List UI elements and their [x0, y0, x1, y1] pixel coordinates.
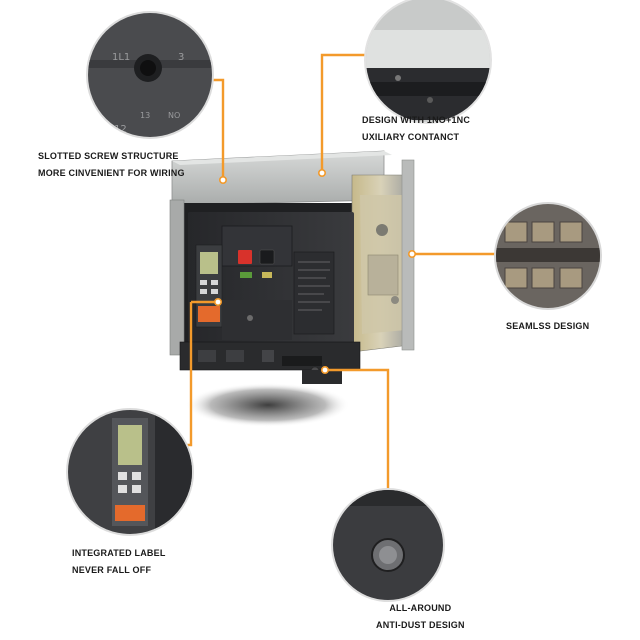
terminal-label-3: 3 — [178, 52, 184, 63]
lcd-display — [200, 252, 218, 274]
detail-terminal-screw: 1L1 3 13 NO 1D12 — [86, 11, 214, 139]
caption-aux-line1: DESIGN WITH 1NO+1NC — [362, 115, 471, 125]
caption-slotted-screw: SLOTTED SCREW STRUCTURE MORE CINVENIENT … — [38, 148, 185, 182]
status-indicator — [240, 272, 252, 278]
caption-aux-contact: DESIGN WITH 1NO+1NC UXILIARY CONTANCT — [362, 112, 470, 146]
detail-seamless — [494, 202, 602, 310]
detail-anti-dust — [331, 488, 445, 602]
caption-antidust-line2: ANTI-DUST DESIGN — [376, 620, 465, 630]
terminal-label-no: NO — [168, 111, 180, 120]
caption-slotted-line2: MORE CINVENIENT FOR WIRING — [38, 168, 185, 178]
caption-integrated-label: INTEGRATED LABEL NEVER FALL OFF — [72, 545, 166, 579]
red-off-button — [238, 250, 252, 264]
terminal-label-1l1: 1L1 — [112, 52, 130, 63]
floor-shadow — [186, 383, 350, 427]
detail-aux-contact — [364, 0, 492, 124]
caption-aux-line2: UXILIARY CONTANCT — [362, 132, 460, 142]
terminal-label-13: 13 — [140, 111, 150, 120]
detail-integrated-label — [66, 408, 194, 536]
circuit-breaker-product — [169, 150, 415, 384]
caption-seamless-line1: SEAMLSS DESIGN — [506, 321, 590, 331]
black-on-button — [259, 249, 275, 265]
caption-integrated-line1: INTEGRATED LABEL — [72, 548, 166, 558]
caption-slotted-line1: SLOTTED SCREW STRUCTURE — [38, 151, 179, 161]
caption-antidust-line1: ALL-AROUND — [389, 603, 452, 613]
orange-label — [198, 306, 220, 322]
caption-integrated-line2: NEVER FALL OFF — [72, 565, 152, 575]
caption-seamless: SEAMLSS DESIGN — [506, 318, 589, 335]
caption-anti-dust: ALL-AROUND ANTI-DUST DESIGN — [376, 600, 465, 634]
